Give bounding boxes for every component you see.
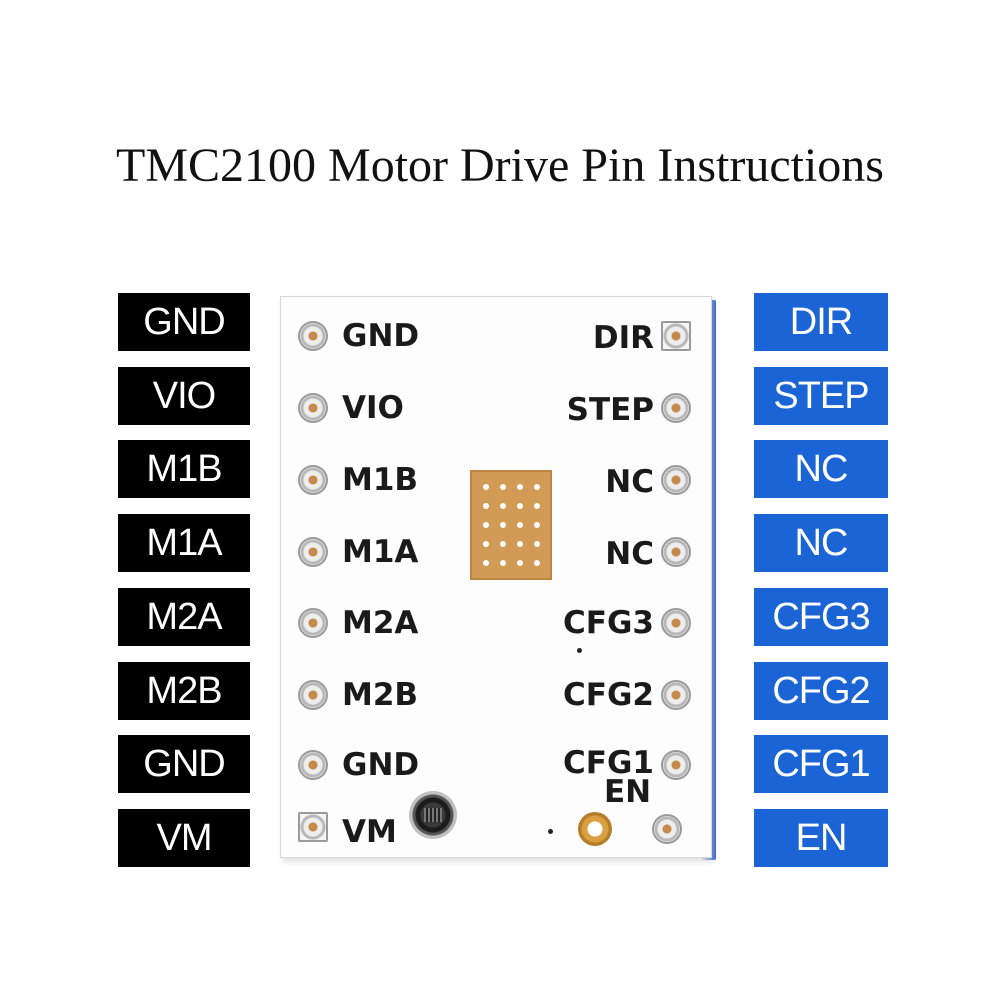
pin-hole-icon xyxy=(298,608,328,638)
pin-hole-icon xyxy=(298,680,328,710)
pin-hole-icon xyxy=(661,465,691,495)
pin-hole-icon xyxy=(661,393,691,423)
right-label-cfg1: CFG1 xyxy=(754,735,888,793)
left-label-m1a: M1A xyxy=(118,514,250,572)
silk-step: STEP xyxy=(566,392,654,428)
silk-gnd: GND xyxy=(342,318,420,354)
diagram-title: TMC2100 Motor Drive Pin Instructions xyxy=(116,139,884,192)
pin-hole-icon xyxy=(652,814,682,844)
left-label-m2a: M2A xyxy=(118,588,250,646)
silk-m1b: M1B xyxy=(342,462,419,498)
silk-vio: VIO xyxy=(342,390,404,426)
pin-hole-icon xyxy=(661,537,691,567)
silk-cfg3: CFG3 xyxy=(563,605,654,641)
pin-hole-icon xyxy=(298,750,328,780)
right-label-cfg2: CFG2 xyxy=(754,662,888,720)
pin-hole-icon xyxy=(661,608,691,638)
silk-en: EN xyxy=(604,774,652,810)
pin-hole-icon xyxy=(298,465,328,495)
driver-chip-pad xyxy=(470,470,552,580)
left-label-m2b: M2B xyxy=(118,662,250,720)
pin-hole-icon xyxy=(661,750,691,780)
right-label-en: EN xyxy=(754,809,888,867)
square-pin-hole-icon xyxy=(298,812,328,842)
silk-m2b: M2B xyxy=(342,677,419,713)
right-label-nc: NC xyxy=(754,440,888,498)
pin-hole-icon xyxy=(298,393,328,423)
pin-hole-icon xyxy=(298,321,328,351)
left-label-vm: VM xyxy=(118,809,250,867)
silk-gnd-2: GND xyxy=(342,747,420,783)
silk-cfg1: CFG1 xyxy=(563,745,654,781)
inductor-core xyxy=(424,808,442,822)
silk-m2a: M2A xyxy=(342,605,419,641)
left-label-gnd: GND xyxy=(118,293,250,351)
right-label-step: STEP xyxy=(754,367,888,425)
silk-vm: VM xyxy=(342,814,397,850)
pin-hole-icon xyxy=(661,680,691,710)
silk-nc-2: NC xyxy=(605,536,654,572)
right-label-nc-2: NC xyxy=(754,514,888,572)
right-label-cfg3: CFG3 xyxy=(754,588,888,646)
left-label-vio: VIO xyxy=(118,367,250,425)
square-pin-hole-icon xyxy=(661,321,691,351)
left-label-gnd-2: GND xyxy=(118,735,250,793)
silk-m1a: M1A xyxy=(342,534,419,570)
board-dot xyxy=(577,648,582,653)
silk-nc: NC xyxy=(605,464,654,500)
pin-hole-icon xyxy=(298,537,328,567)
board-dot xyxy=(548,829,553,834)
silk-dir: DIR xyxy=(592,320,654,356)
left-label-m1b: M1B xyxy=(118,440,250,498)
right-label-dir: DIR xyxy=(754,293,888,351)
silk-cfg2: CFG2 xyxy=(563,677,654,713)
gold-pad-icon xyxy=(578,812,612,846)
